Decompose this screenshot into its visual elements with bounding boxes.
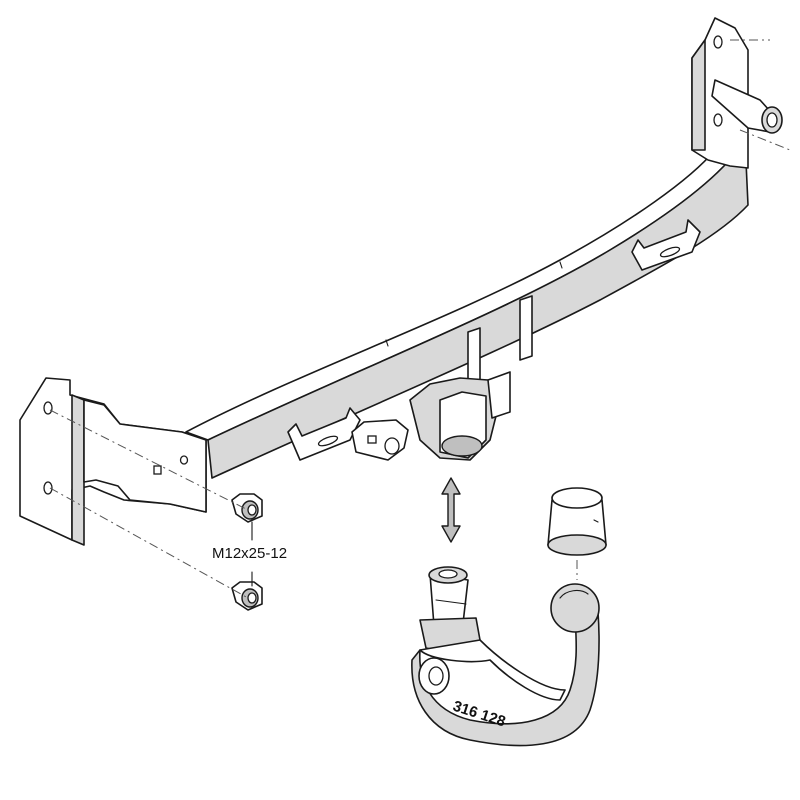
bolt-axis-upper xyxy=(49,409,249,511)
left-u-bracket xyxy=(287,407,361,461)
right-mounting-bracket xyxy=(691,17,791,169)
detachable-tow-ball-arm: 316 128 xyxy=(411,566,600,747)
ball-cover-cap xyxy=(547,487,607,556)
central-receiver-housing xyxy=(351,295,533,461)
nut-lower xyxy=(231,581,263,611)
nut-upper xyxy=(231,493,263,523)
insertion-direction-arrow xyxy=(441,477,461,543)
left-mounting-plate xyxy=(19,377,207,546)
right-u-bracket xyxy=(631,219,701,271)
nut-spec-label: M12x25-12 xyxy=(212,545,287,562)
